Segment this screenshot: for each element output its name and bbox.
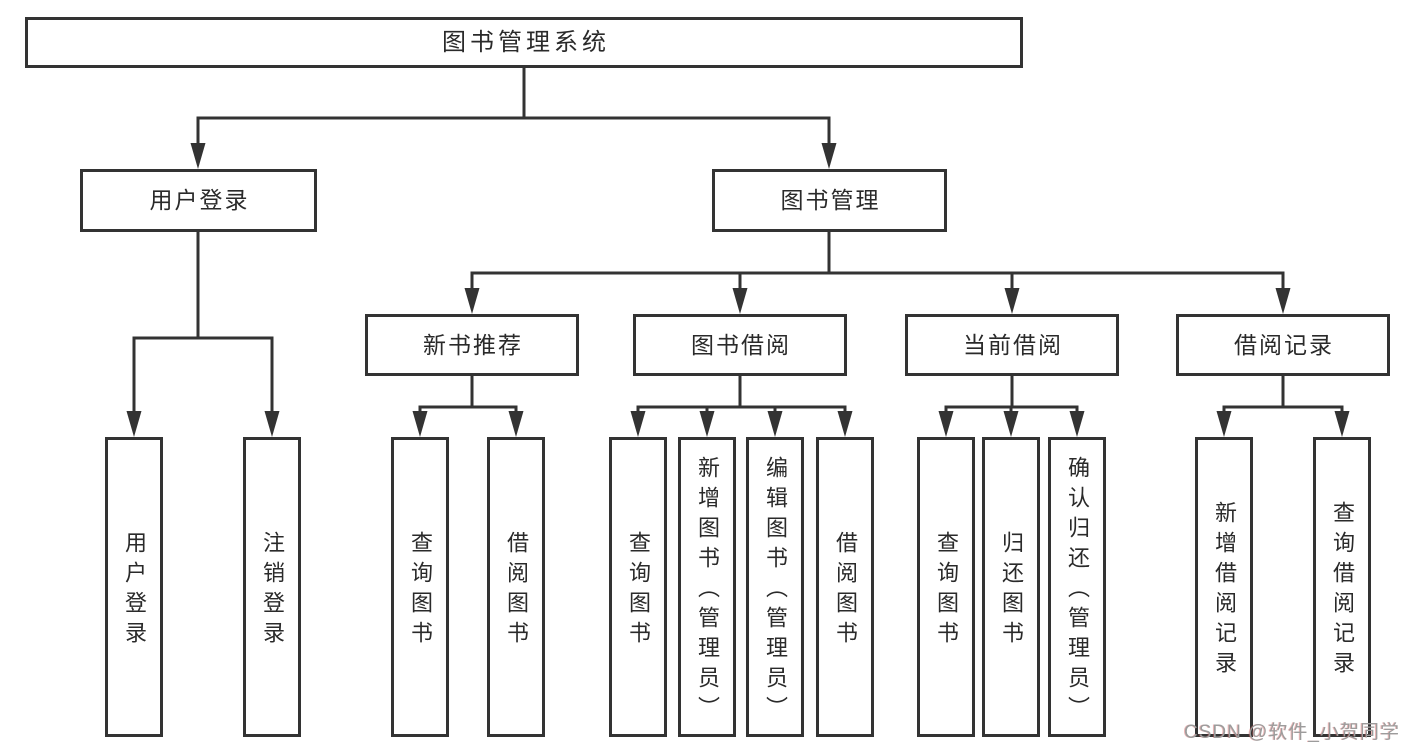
arrowhead	[821, 143, 837, 169]
connector-borrow-records-children	[1222, 374, 1344, 416]
connector-user-login-children	[132, 230, 274, 416]
arrowhead	[126, 411, 142, 437]
connector-book-mgmt-to-level3	[470, 230, 1285, 293]
leaf-edit-books-admin: 编辑图书（管理员）	[746, 437, 804, 737]
leaf-borrow-books: 借阅图书	[816, 437, 874, 737]
node-root-system: 图书管理系统	[25, 17, 1023, 68]
leaf-query-books-borrow: 查询图书	[609, 437, 667, 737]
watermark-text: CSDN @软件_小贺同学	[1184, 722, 1400, 743]
node-user-login: 用户登录	[80, 169, 317, 232]
arrowhead	[938, 411, 954, 437]
arrowhead	[699, 411, 715, 437]
arrowhead	[1216, 411, 1232, 437]
leaf-query-books-current: 查询图书	[917, 437, 975, 737]
arrowhead	[412, 411, 428, 437]
arrowhead	[1334, 411, 1350, 437]
leaf-add-books-admin: 新增图书（管理员）	[678, 437, 736, 737]
arrowhead	[190, 143, 206, 169]
arrowhead	[1275, 288, 1291, 314]
leaf-return-books: 归还图书	[982, 437, 1040, 737]
connector-new-book-children	[418, 374, 518, 416]
leaf-confirm-return-admin: 确认归还（管理员）	[1048, 437, 1106, 737]
arrowhead	[630, 411, 646, 437]
arrowhead	[732, 288, 748, 314]
leaf-query-borrow-record: 查询借阅记录	[1313, 437, 1371, 737]
arrowhead	[1003, 411, 1019, 437]
arrowhead	[1069, 411, 1085, 437]
arrowhead	[508, 411, 524, 437]
leaf-add-borrow-record: 新增借阅记录	[1195, 437, 1253, 737]
connector-root-to-level2	[196, 66, 831, 148]
leaf-logout: 注销登录	[243, 437, 301, 737]
arrowhead	[464, 288, 480, 314]
node-new-book-recommend: 新书推荐	[365, 314, 579, 376]
leaf-user-login: 用户登录	[105, 437, 163, 737]
node-borrow-records: 借阅记录	[1176, 314, 1390, 376]
node-book-management: 图书管理	[712, 169, 947, 232]
leaf-query-books-recommend: 查询图书	[391, 437, 449, 737]
arrowhead	[264, 411, 280, 437]
node-current-borrow: 当前借阅	[905, 314, 1119, 376]
arrowheads	[126, 143, 1350, 437]
arrowhead	[837, 411, 853, 437]
arrowhead	[767, 411, 783, 437]
node-book-borrow: 图书借阅	[633, 314, 847, 376]
connector-current-borrow-children	[944, 374, 1079, 416]
arrowhead	[1004, 288, 1020, 314]
leaf-borrow-books-recommend: 借阅图书	[487, 437, 545, 737]
connector-book-borrow-children	[636, 374, 847, 416]
